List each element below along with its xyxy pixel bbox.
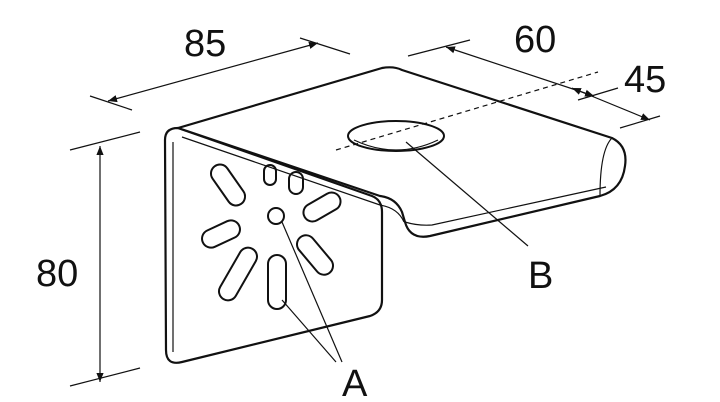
dimension-45: 45 [624,59,666,101]
dimension-85: 85 [184,23,226,65]
callout-a: A [342,363,368,402]
center-hole [267,207,285,225]
dimension-80: 80 [36,253,78,295]
slot [302,191,342,223]
slot [218,246,258,302]
slot [201,219,241,249]
hole-b [347,120,445,152]
leader-lines [281,141,529,363]
slot [263,164,277,186]
mounting-slots [201,163,342,310]
slot [288,171,304,195]
top-flange [176,66,627,238]
dimension-lines [69,37,661,387]
slot [267,254,287,310]
slot [209,163,247,207]
callout-b: B [528,255,553,297]
slot [296,234,334,276]
dimension-60: 60 [514,19,556,61]
